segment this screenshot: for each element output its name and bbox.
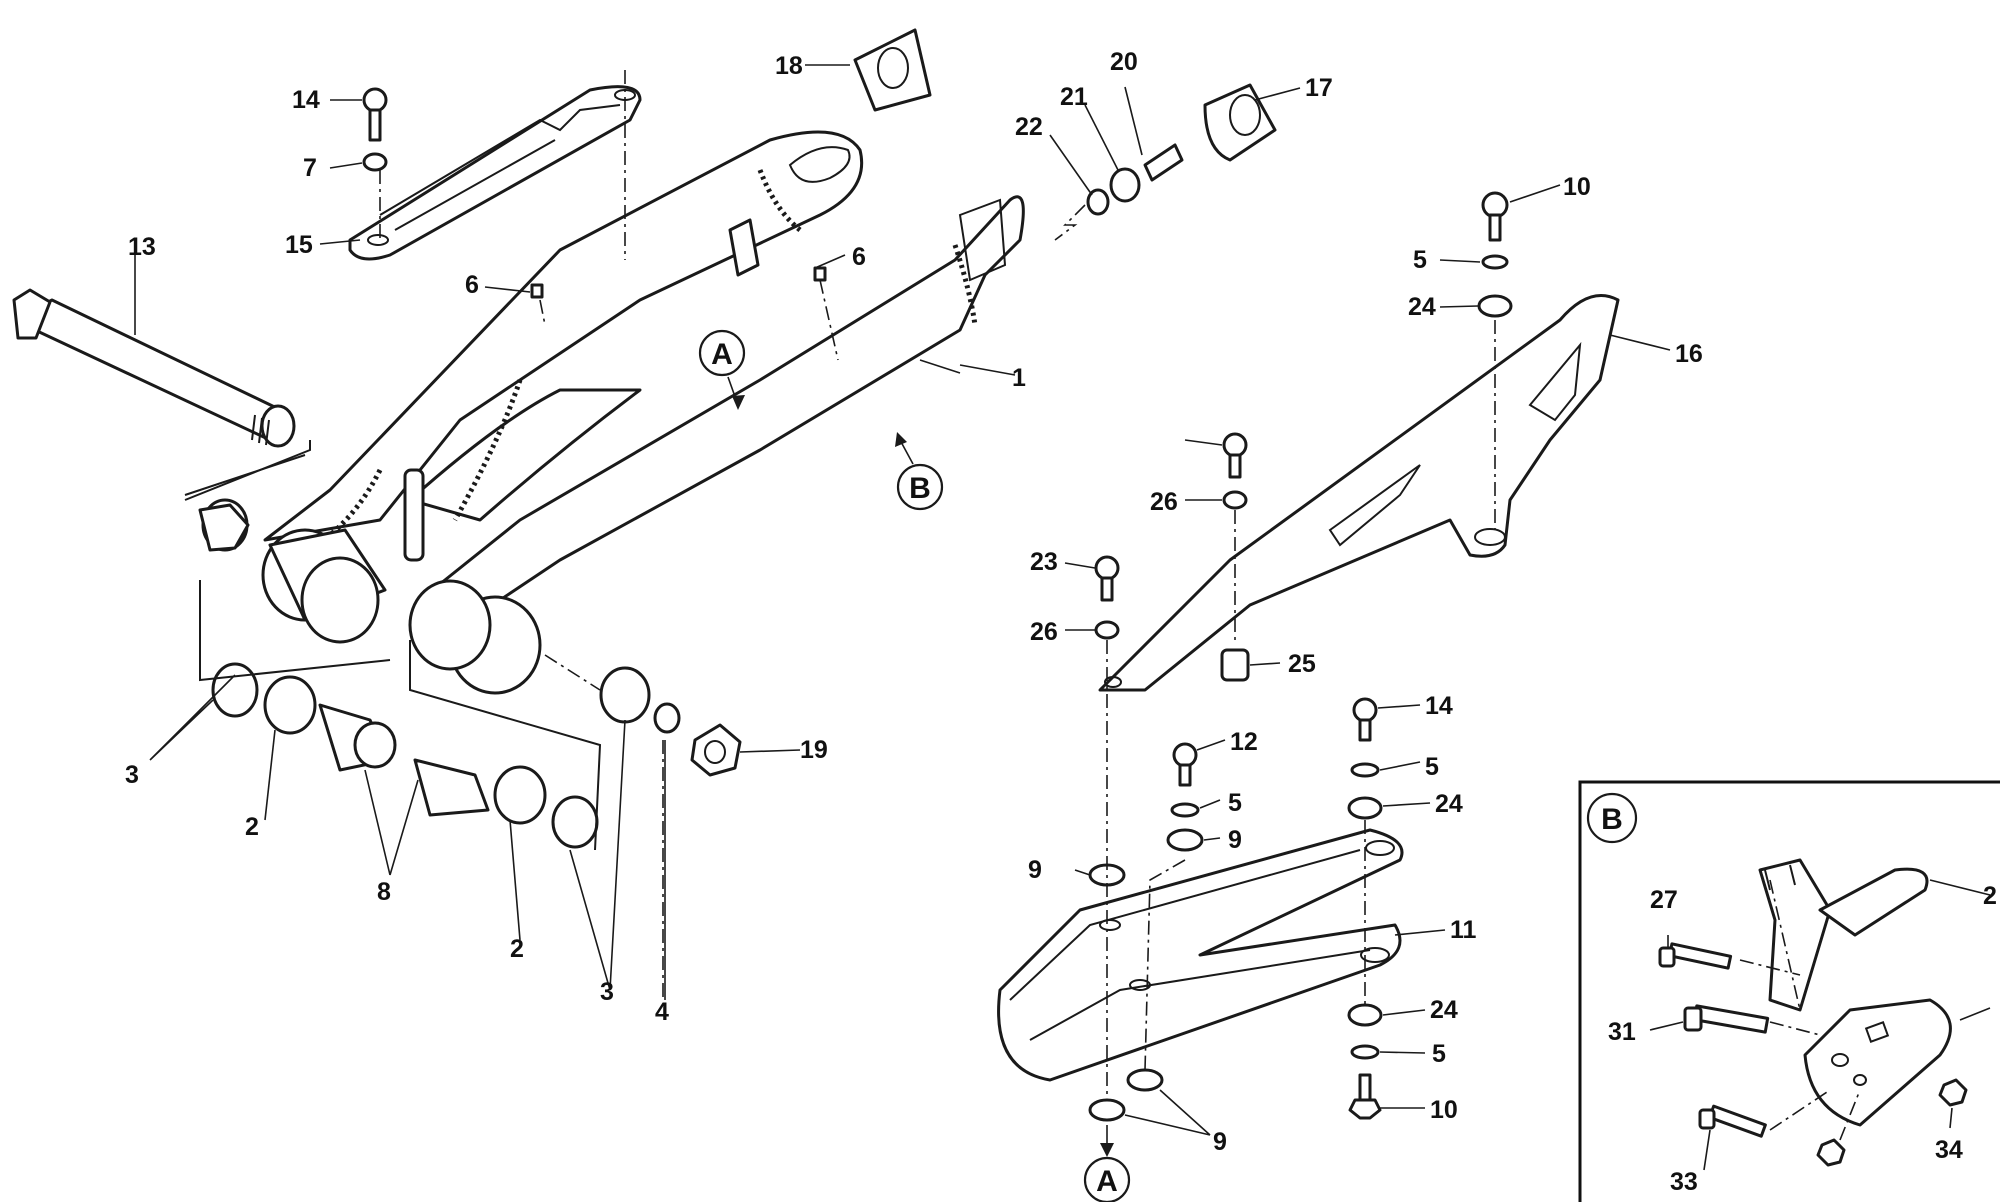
callout-19: 19 — [800, 736, 828, 764]
callout-10b: 10 — [1430, 1096, 1458, 1124]
callout-34: 34 — [1935, 1136, 1963, 1164]
leader-lines — [134, 64, 1671, 1136]
callout-33: 33 — [1670, 1168, 1698, 1196]
callout-24a: 24 — [1408, 293, 1436, 321]
marker-a-bottom: A — [1083, 1125, 1131, 1202]
callout-5b: 5 — [1425, 753, 1439, 781]
assembly-lines — [379, 70, 1496, 1100]
callout-2b: 2 — [510, 935, 524, 963]
callout-21: 21 — [1060, 83, 1088, 111]
callout-14a: 14 — [292, 86, 320, 114]
marker-a-top-label: A — [711, 338, 733, 371]
chain-guard — [1098, 294, 1620, 692]
callout-22: 22 — [1015, 113, 1043, 141]
inset-b-label: B — [1601, 803, 1623, 836]
callout-16: 16 — [1675, 340, 1703, 368]
callout-23: 23 — [1030, 548, 1058, 576]
chain-slider-bottom — [997, 828, 1404, 1082]
callout-6a: 6 — [465, 271, 479, 299]
callout-4: 4 — [655, 998, 669, 1026]
callout-17: 17 — [1305, 74, 1333, 102]
callout-6b: 6 — [852, 243, 866, 271]
callout-labels: 1 2 2 3 3 4 5 5 5 5 6 6 7 8 9 9 9 10 10 … — [125, 48, 1997, 1196]
callout-2a: 2 — [245, 813, 259, 841]
callout-15: 15 — [285, 231, 313, 259]
callout-20: 20 — [1110, 48, 1138, 76]
callout-18: 18 — [775, 52, 803, 80]
callout-14b: 14 — [1425, 692, 1453, 720]
callout-5d: 5 — [1432, 1040, 1446, 1068]
swingarm — [261, 130, 1025, 695]
fasteners — [362, 28, 1513, 1122]
callout-12: 12 — [1230, 728, 1258, 756]
callout-10a: 10 — [1563, 173, 1591, 201]
callout-8: 8 — [377, 878, 391, 906]
callout-7: 7 — [303, 154, 317, 182]
callout-25: 25 — [1288, 650, 1316, 678]
marker-b-arm-label: B — [909, 472, 931, 505]
callout-26b: 26 — [1030, 618, 1058, 646]
callout-26a: 26 — [1150, 488, 1178, 516]
callout-24c: 24 — [1430, 996, 1458, 1024]
callout-24b: 24 — [1435, 790, 1463, 818]
callout-27: 27 — [1650, 886, 1678, 914]
callout-5c: 5 — [1228, 789, 1242, 817]
callout-13: 13 — [128, 233, 156, 261]
callout-9b: 9 — [1028, 856, 1042, 884]
marker-a-top: A — [698, 329, 746, 410]
callout-31: 31 — [1608, 1018, 1636, 1046]
callout-3a: 3 — [125, 761, 139, 789]
callout-9c: 9 — [1213, 1128, 1227, 1156]
pivot-axle — [12, 288, 296, 448]
marker-b-arm: B — [895, 432, 944, 511]
callout-5a: 5 — [1413, 246, 1427, 274]
callout-3b: 3 — [600, 978, 614, 1006]
callout-11: 11 — [1450, 916, 1477, 944]
callout-28: 2 — [1983, 882, 1997, 910]
chain-slider-top — [348, 85, 642, 261]
callout-1: 1 — [1012, 364, 1026, 392]
marker-a-bottom-label: A — [1096, 1165, 1118, 1198]
callout-9a: 9 — [1228, 826, 1242, 854]
detail-inset-b: B — [1578, 780, 2000, 1202]
